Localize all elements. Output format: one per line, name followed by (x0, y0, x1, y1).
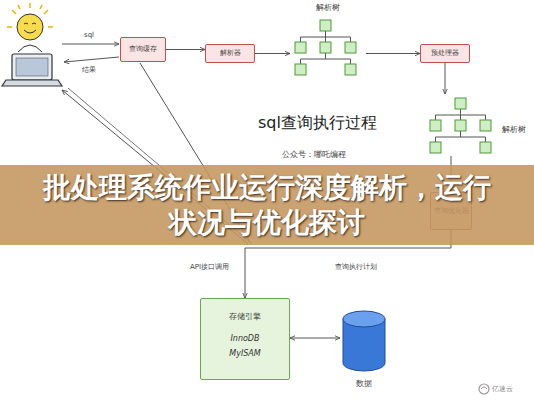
diagram-heading: sql查询执行过程 (258, 113, 377, 134)
node-label: InnoDB (201, 334, 289, 343)
tree-leaf (320, 20, 331, 31)
request-arrow (62, 44, 119, 45)
tree-link (436, 137, 486, 138)
tree-leaf (320, 42, 331, 53)
watermark-logo (479, 384, 489, 394)
tree-link (350, 37, 351, 42)
tree-link (485, 115, 486, 120)
node-label: 数据 (340, 378, 388, 389)
tree-leaf (430, 142, 441, 153)
tree-leaf (295, 64, 306, 75)
result-arrow (64, 57, 119, 62)
tree-leaf (480, 120, 491, 131)
tree-leaf (345, 64, 356, 75)
watermark: 亿速云 (492, 384, 513, 394)
tree-leaf (455, 120, 466, 131)
tree-link (460, 109, 461, 115)
tree-figure (290, 18, 366, 78)
flow-arrow (166, 49, 205, 50)
tree-link (350, 59, 351, 64)
laptop (2, 54, 62, 86)
node-label: 解析树 (290, 2, 366, 13)
node-label: 预处理器 (431, 49, 459, 58)
edge-label: 查询执行计划 (335, 262, 377, 272)
note-label: API接口调用 (190, 262, 229, 272)
parse-tree: 解析树 (425, 94, 530, 156)
tree-leaf (455, 98, 466, 109)
node-label: MyISAM (201, 349, 289, 358)
database-cylinder (340, 310, 388, 372)
cylinder-top (343, 311, 385, 327)
note-label: sql (84, 31, 94, 39)
flow-arrow (255, 53, 290, 54)
node-label: 解析器 (220, 49, 241, 58)
process-box: 查询缓存 (120, 37, 166, 62)
tree-link (435, 137, 436, 142)
tree-leaf (430, 120, 441, 131)
node-label: 查询缓存 (129, 45, 157, 54)
tree-link (301, 59, 351, 60)
node-label: 解析树 (502, 124, 526, 135)
process-box: 解析器 (205, 44, 255, 63)
banner-title: 批处理系统作业运行深度解析，运行状况与优化探讨 (37, 170, 497, 240)
flow-arrow (290, 338, 340, 339)
tree-link (485, 137, 486, 142)
tree-link (435, 115, 436, 120)
tree-leaf (480, 142, 491, 153)
note-label: 结果 (82, 65, 96, 75)
flow-arrow (445, 63, 446, 94)
node-label: 存储引擎 (201, 311, 289, 322)
tree-link (325, 53, 326, 59)
tree-figure (425, 96, 501, 156)
tree-link (460, 131, 461, 137)
flow-arrow (366, 53, 420, 54)
tree-link (460, 115, 461, 120)
tree-link (300, 59, 301, 64)
tree-link (325, 37, 326, 42)
tree-link (325, 31, 326, 37)
person-figure (7, 3, 53, 52)
process-box: 存储引擎 InnoDB MyISAM (200, 298, 290, 380)
process-box: 预处理器 (420, 44, 470, 63)
tree-leaf (295, 42, 306, 53)
parse-tree: 解析树 (290, 2, 366, 78)
database-node: 数据 (340, 310, 388, 392)
note-label: 公众号：哪吒编程 (282, 149, 346, 160)
tree-leaf (345, 42, 356, 53)
tree-link (300, 37, 301, 42)
title-banner: 批处理系统作业运行深度解析，运行状况与优化探讨 (0, 165, 534, 245)
